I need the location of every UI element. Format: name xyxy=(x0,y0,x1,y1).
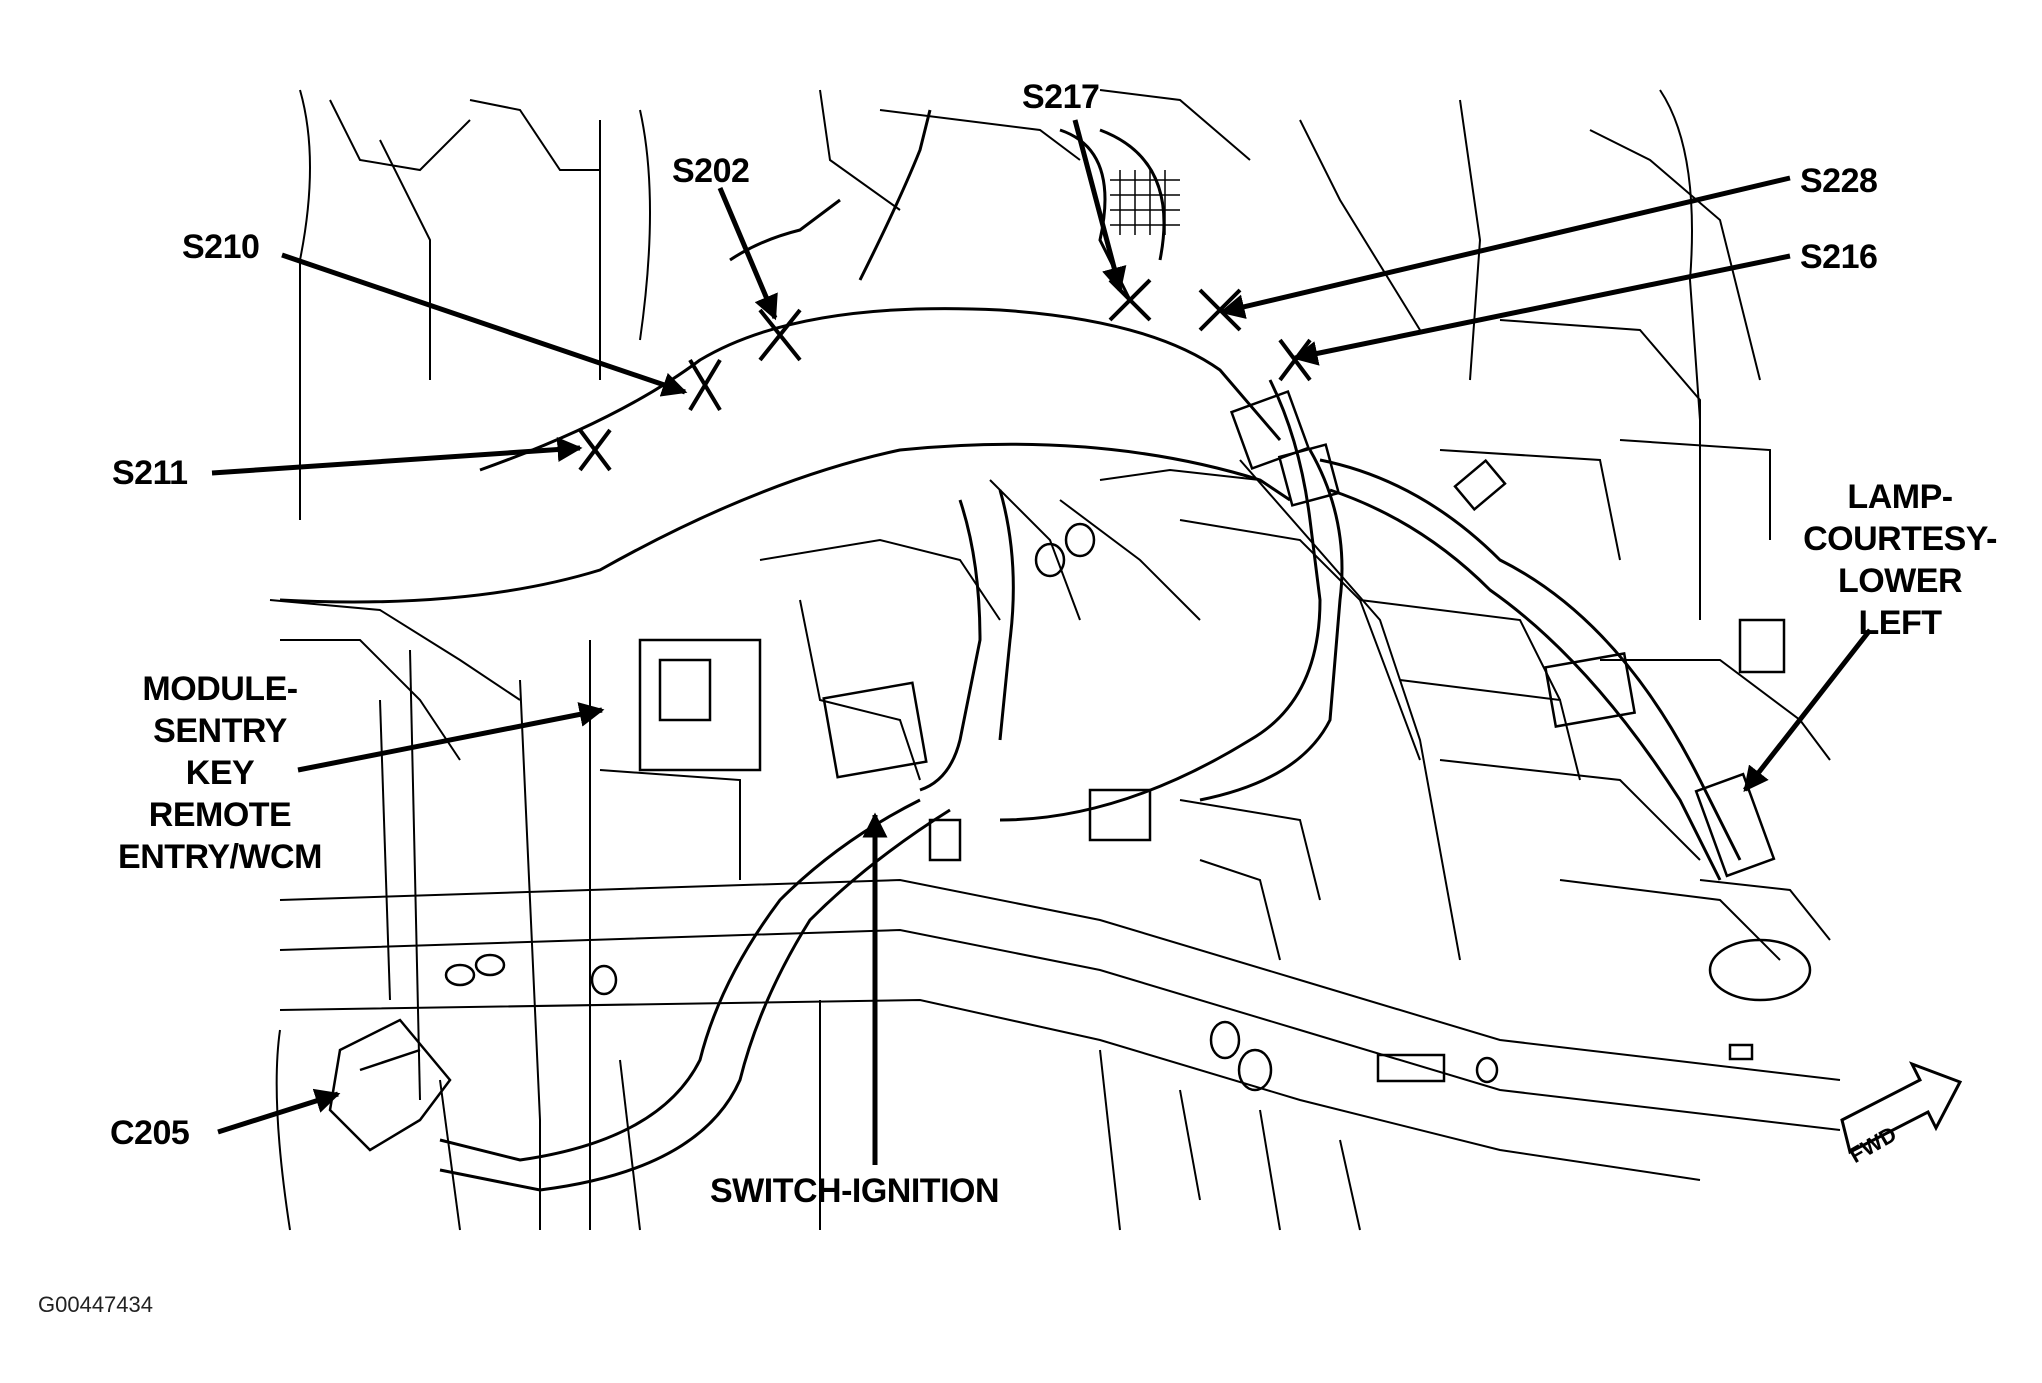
callout-s216: S216 xyxy=(1800,238,1878,276)
fwd-arrow-icon xyxy=(1840,1061,1963,1155)
figure-id: G00447434 xyxy=(38,1292,153,1317)
callout-s228: S228 xyxy=(1800,162,1878,200)
body-structure-lines xyxy=(269,89,1841,1231)
callout-s202: S202 xyxy=(672,152,750,190)
callout-s210: S210 xyxy=(182,228,260,266)
callout-lamp-line-2: COURTESY- xyxy=(1803,520,1997,558)
callout-module-line-1: MODULE- xyxy=(142,670,298,708)
callout-module-line-5: ENTRY/WCM xyxy=(118,838,322,876)
callout-switch-ignition: SWITCH-IGNITION xyxy=(710,1172,1000,1210)
callout-module-sentry-key: MODULE- SENTRY KEY REMOTE ENTRY/WCM xyxy=(100,668,340,878)
frame-rail-holes xyxy=(444,522,1812,1092)
leader-lines xyxy=(211,119,1872,1165)
callout-lamp-line-3: LOWER xyxy=(1837,562,1963,600)
harness-wrap-grid xyxy=(1110,170,1180,235)
components xyxy=(328,389,1786,1152)
callout-module-line-2: SENTRY xyxy=(153,712,287,750)
callout-lamp-line-1: LAMP- xyxy=(1847,478,1953,516)
callout-lamp-courtesy-lower-left: LAMP- COURTESY- LOWER LEFT xyxy=(1780,476,2020,644)
callout-c205: C205 xyxy=(110,1114,190,1152)
main-harness xyxy=(279,109,1742,1192)
callout-s211: S211 xyxy=(112,454,188,492)
callout-s217: S217 xyxy=(1022,78,1100,116)
callout-module-line-4: REMOTE xyxy=(148,796,292,834)
callout-module-line-3: KEY xyxy=(185,754,255,792)
callout-lamp-line-4: LEFT xyxy=(1858,604,1942,642)
